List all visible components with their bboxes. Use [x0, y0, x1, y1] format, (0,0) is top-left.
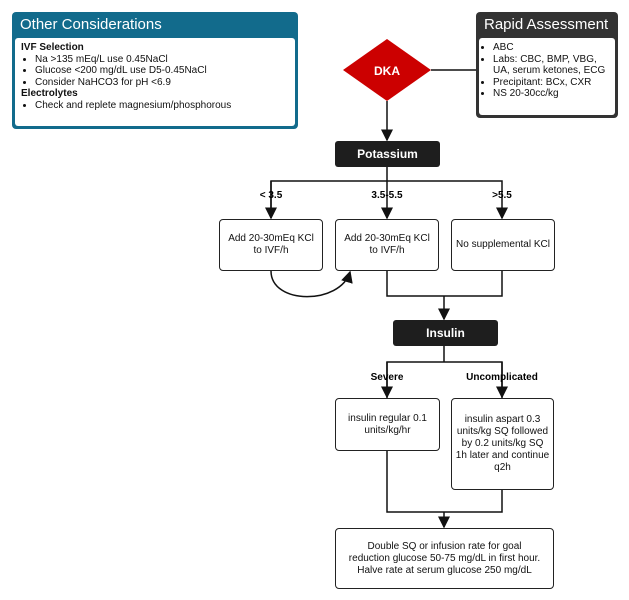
- dka-label: DKA: [374, 64, 400, 78]
- final-box: Double SQ or infusion rate for goal redu…: [335, 528, 554, 589]
- potassium-low-box: Add 20-30mEq KCl to IVF/h: [219, 219, 323, 271]
- electrolyte-item: Check and replete magnesium/phosphorous: [35, 100, 289, 112]
- ivf-item: Na >135 mEq/L use 0.45NaCl: [35, 54, 289, 66]
- assessment-item: NS 20-30cc/kg: [493, 88, 611, 100]
- insulin-node: Insulin: [393, 320, 498, 346]
- merge-line: [386, 271, 503, 297]
- other-considerations-panel: Other Considerations IVF Selection Na >1…: [12, 12, 298, 129]
- assessment-item: Labs: CBC, BMP, VBG, UA, serum ketones, …: [493, 54, 611, 77]
- ivf-item: Glucose <200 mg/dL use D5-0.45NaCl: [35, 65, 289, 77]
- branch-label: Uncomplicated: [466, 372, 538, 383]
- branch-label: >5.5: [492, 190, 512, 201]
- rapid-assessment-panel: Rapid Assessment ABC Labs: CBC, BMP, VBG…: [476, 12, 618, 118]
- branch-label: < 3.5: [259, 190, 283, 201]
- branch-label: 3.5-5.5: [371, 190, 403, 201]
- potassium-normal-box: Add 20-30mEq KCl to IVF/h: [335, 219, 439, 271]
- ivf-item: Consider NaHCO3 for pH <6.9: [35, 77, 289, 89]
- assessment-item: Precipitant: BCx, CXR: [493, 77, 611, 89]
- potassium-high-box: No supplemental KCl: [451, 219, 555, 271]
- uncomplicated-box: insulin aspart 0.3 units/kg SQ followed …: [451, 398, 554, 490]
- potassium-node: Potassium: [335, 141, 440, 167]
- severe-box: insulin regular 0.1 units/kg/hr: [335, 398, 440, 451]
- branch-label: Severe: [370, 372, 404, 383]
- electrolytes-heading: Electrolytes: [21, 88, 78, 99]
- dka-diamond: [343, 39, 431, 101]
- rapid-assessment-title: Rapid Assessment: [484, 16, 609, 33]
- curved-arrow: [270, 270, 353, 298]
- ivf-heading: IVF Selection: [21, 42, 84, 53]
- assessment-item: ABC: [493, 42, 611, 54]
- other-considerations-title: Other Considerations: [20, 16, 162, 33]
